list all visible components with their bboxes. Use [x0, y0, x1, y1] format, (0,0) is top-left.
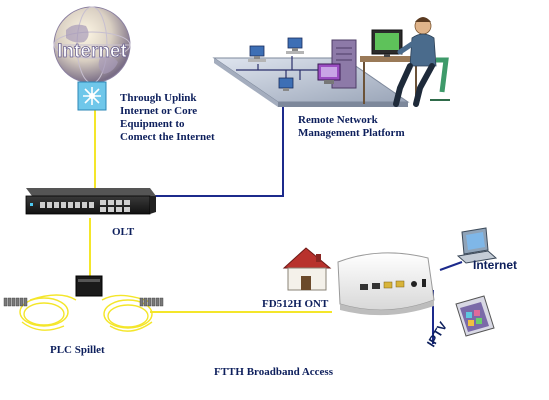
ont-ports — [360, 279, 426, 290]
fiber-links — [89, 110, 332, 313]
globe-label: Internet — [57, 41, 127, 62]
monitor-icon — [317, 63, 341, 84]
ont-label: FD512H ONT — [262, 298, 329, 310]
ethernet-ont-to-laptop — [439, 261, 463, 271]
house-icon — [282, 247, 332, 291]
internet-device-label: Internet — [473, 258, 518, 272]
olt-device — [25, 188, 156, 215]
uplink-label-line: Comect the Internet — [120, 131, 215, 143]
nms-label: Remote Network Management Platform — [298, 114, 405, 140]
diagram-caption: FTTH Broadband Access — [214, 366, 333, 378]
pc-icon — [278, 77, 294, 91]
uplink-label-line: Through Uplink — [120, 92, 197, 104]
pc-icon — [286, 37, 304, 54]
ethernet-olt-to-nms — [150, 100, 284, 197]
olt-label: OLT — [112, 226, 135, 238]
operator-icon — [360, 17, 450, 107]
uplink-label-line: Internet or Core — [120, 105, 198, 117]
core-router-icon — [77, 81, 107, 111]
iptv-icon — [455, 295, 495, 337]
management-platform — [212, 37, 410, 107]
pc-icon — [248, 45, 266, 62]
uplink-label-line: Equipment to — [120, 118, 185, 130]
ont-device — [337, 252, 435, 316]
nms-label-line: Remote Network — [298, 114, 378, 126]
plc-splitter — [3, 275, 164, 332]
laptop-icon — [456, 227, 498, 264]
nms-label-line: Management Platform — [298, 127, 405, 139]
internet-globe: Internet — [53, 6, 131, 84]
splitter-label: PLC Spillet — [50, 344, 105, 356]
uplink-label: Through Uplink Internet or Core Equipmen… — [120, 92, 215, 144]
olt-ports — [40, 200, 130, 212]
splitter-connectors — [3, 297, 164, 307]
